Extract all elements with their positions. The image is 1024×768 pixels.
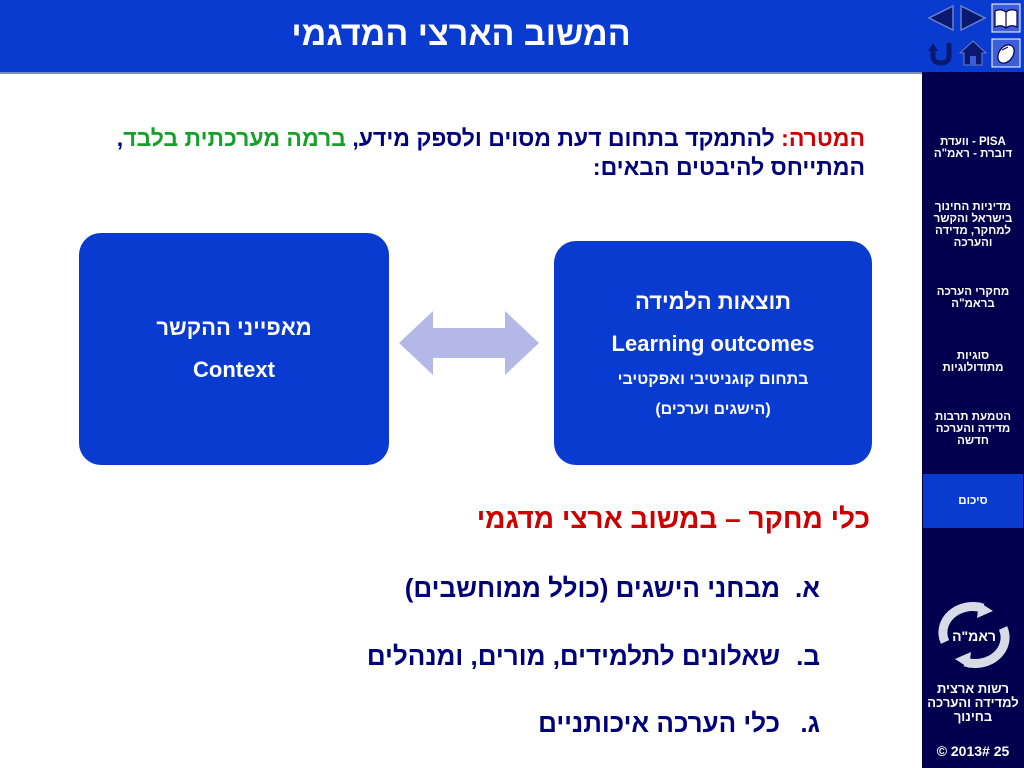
left-triangle-icon (927, 4, 954, 32)
home-button[interactable] (958, 38, 988, 68)
goal-statement: המטרה: להתמקד בתחום דעת מסוים ולספק מידע… (116, 125, 865, 180)
sidebar-item-summary[interactable]: סיכום (923, 474, 1023, 528)
logo-label: ראמ"ה (952, 628, 996, 644)
header-bar (0, 0, 922, 72)
sidebar-item-pisa[interactable]: PISA - וועדת דוברת - ראמ"ה (933, 136, 1013, 160)
double-arrow-icon (399, 311, 539, 375)
context-box: מאפייני ההקשר Context (79, 233, 389, 465)
book-icon (991, 3, 1021, 33)
right-triangle-icon (960, 4, 987, 32)
sidebar-item-research[interactable]: מחקרי הערכה בראמ"ה (936, 286, 1010, 310)
sidebar-item-methodology[interactable]: סוגיות מתודולוגיות (942, 350, 1004, 374)
list-item: ב.שאלונים לתלמידים, מורים, ומנהלים (366, 641, 820, 671)
home-icon (959, 40, 987, 66)
organization-name: רשות ארצית למדידה והערכה בחינוך (927, 681, 1019, 724)
sidebar-item-policy[interactable]: מדיניות החינוך בישראל והקשר למחקר, מדידה… (933, 201, 1013, 249)
list-item: ג.כלי הערכה איכותניים (538, 708, 820, 738)
slide-footer: © 2013# 25 (936, 743, 1010, 759)
prev-slide-button[interactable] (926, 3, 956, 33)
header-divider (0, 72, 922, 74)
list-item: א.מבחני הישגים (כולל ממוחשבים) (404, 573, 820, 603)
pointer-button[interactable] (991, 38, 1021, 68)
rama-logo (938, 602, 1010, 668)
next-slide-button[interactable] (958, 3, 988, 33)
sidebar-item-culture[interactable]: הטמעת תרבות מדידה והערכה חדשה (934, 411, 1012, 447)
undo-arrow-icon (928, 43, 952, 66)
mouse-icon (991, 38, 1021, 68)
page-title: המשוב הארצי המדגמי (291, 15, 631, 53)
contents-button[interactable] (991, 3, 1021, 33)
tools-heading: כלי מחקר – במשוב ארצי מדגמי (476, 503, 870, 534)
learning-outcomes-box: תוצאות הלמידה Learning outcomes בתחום קו… (554, 241, 872, 465)
back-button[interactable] (926, 38, 956, 68)
